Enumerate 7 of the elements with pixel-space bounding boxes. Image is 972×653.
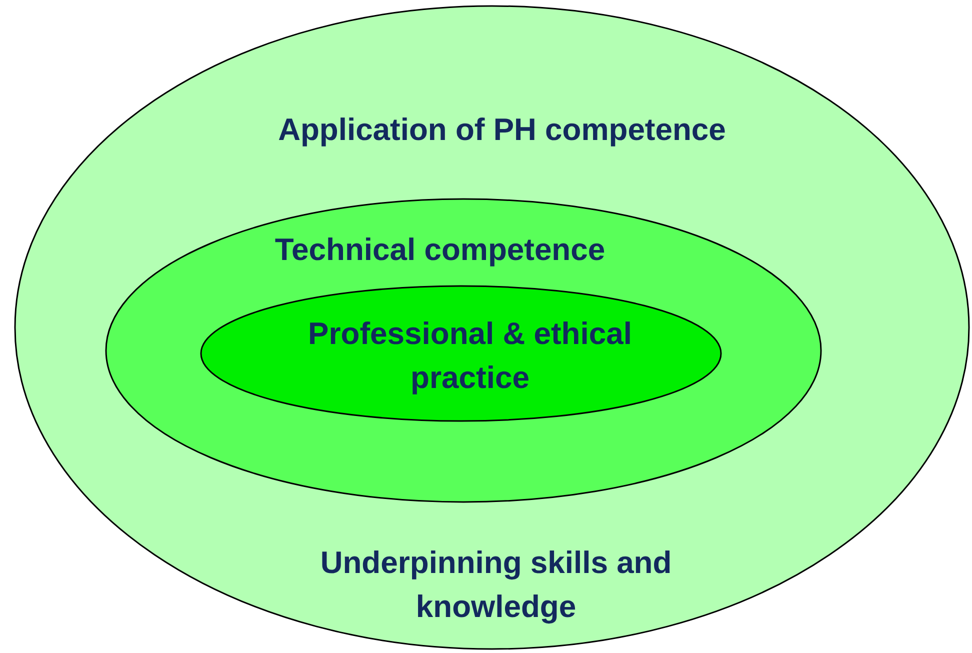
inner-ellipse [200, 285, 722, 422]
middle-ellipse [105, 198, 822, 503]
ellipse-heading: Technical competence [274, 231, 606, 269]
ellipse-label: Underpinning skills and knowledge [319, 544, 673, 626]
ellipse-heading: Application of PH competence [277, 111, 727, 149]
outer-ellipse [14, 5, 970, 650]
ellipse-label: Professional & ethical practice [307, 315, 633, 397]
